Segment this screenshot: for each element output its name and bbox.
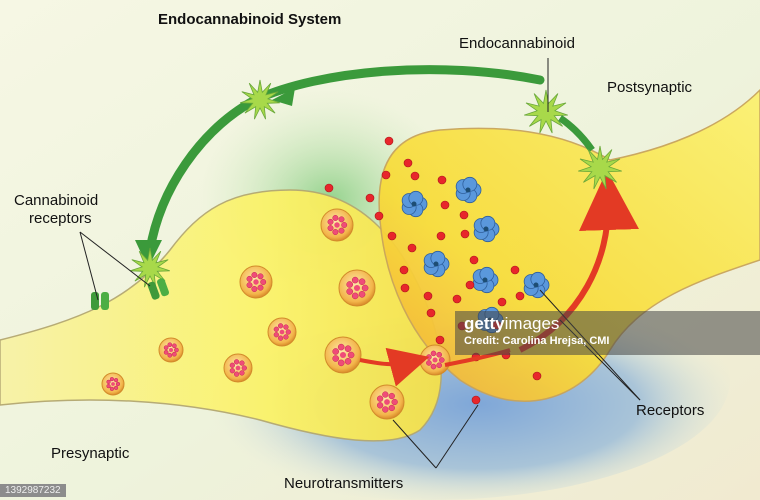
vesicle-group — [101, 208, 451, 420]
label-neurotransmitters: Neurotransmitters — [284, 475, 404, 492]
synaptic-vesicle — [223, 353, 253, 383]
retrograde-arrowhead-top — [272, 88, 295, 106]
neurotransmitter-dot — [471, 395, 481, 405]
receptor-protein — [455, 176, 482, 204]
neurotransmitter-dot — [510, 265, 520, 275]
diagram-title: Endocannabinoid System — [158, 11, 342, 28]
neurotransmitter-dot — [324, 183, 334, 193]
neurotransmitter-dot — [365, 193, 375, 203]
vesicle-release-arrow — [359, 347, 430, 387]
neurotransmitter-dot — [423, 291, 433, 301]
receptor-protein — [423, 250, 450, 278]
neurotransmitter-dot — [374, 211, 384, 221]
receptor-protein — [473, 215, 500, 243]
receptor-protein — [472, 266, 499, 294]
neurotransmitter-dot — [497, 297, 507, 307]
endocannabinoid-star — [240, 79, 280, 120]
synaptic-vesicle — [101, 372, 125, 396]
neurotransmitter-dot — [387, 231, 397, 241]
neurotransmitter-dot — [437, 175, 447, 185]
neurotransmitter-dot — [459, 210, 469, 220]
synaptic-vesicle — [320, 208, 354, 242]
neurotransmitter-dot — [403, 158, 413, 168]
neurotransmitter-dot — [435, 335, 445, 345]
label-presynaptic: Presynaptic — [51, 445, 130, 462]
cannabinoid-receptor — [147, 278, 170, 300]
label-postsynaptic: Postsynaptic — [607, 79, 693, 96]
endocannabinoid-star — [130, 247, 170, 288]
image-id-badge: 1392987232 — [0, 484, 66, 497]
endocannabinoid-star — [578, 145, 622, 190]
watermark-credit: Credit: Carolina Hrejsa, CMI — [464, 335, 610, 347]
endocannabinoid-stars — [130, 79, 622, 288]
short-green-arrow — [558, 115, 595, 153]
neurotransmitter-dot — [381, 170, 391, 180]
label-cannabinoid: Cannabinoid — [14, 192, 99, 209]
neurotransmitter-dot — [532, 371, 542, 381]
synaptic-vesicle — [419, 344, 451, 376]
neurotransmitter-dot — [465, 280, 475, 290]
receptor-group — [401, 176, 550, 334]
neurotransmitter-dot — [400, 283, 410, 293]
receptor-protein — [401, 190, 428, 218]
neurotransmitter-dot — [460, 229, 470, 239]
neurotransmitter-dot — [515, 291, 525, 301]
label-receptors: Receptors — [636, 402, 705, 419]
synaptic-vesicle — [369, 384, 405, 420]
label-receptors-line2: receptors — [29, 210, 92, 227]
neurotransmitter-dot — [440, 200, 450, 210]
label-endocannabinoid: Endocannabinoid — [459, 35, 575, 52]
neurotransmitter-dot — [426, 308, 436, 318]
watermark-brand-bold: getty — [464, 314, 505, 333]
synaptic-vesicle — [267, 317, 297, 347]
synaptic-vesicle — [158, 337, 184, 363]
watermark-logo: gettyimages — [464, 314, 559, 333]
endocannabinoid-star — [524, 89, 568, 134]
neurotransmitter-dot — [407, 243, 417, 253]
neurotransmitter-dot — [452, 294, 462, 304]
synaptic-vesicle — [338, 269, 376, 307]
receptor-protein — [523, 271, 550, 299]
synaptic-vesicle — [239, 265, 273, 299]
watermark-brand-light: images — [504, 314, 560, 333]
neurotransmitter-dot — [399, 265, 409, 275]
neurotransmitter-dot — [469, 255, 479, 265]
neurotransmitter-dot — [436, 231, 446, 241]
synaptic-vesicle — [324, 336, 362, 374]
neurotransmitter-dot — [410, 171, 420, 181]
watermark-banner: gettyimages Credit: Carolina Hrejsa, CMI — [455, 311, 760, 355]
neurotransmitter-dot — [384, 136, 394, 146]
